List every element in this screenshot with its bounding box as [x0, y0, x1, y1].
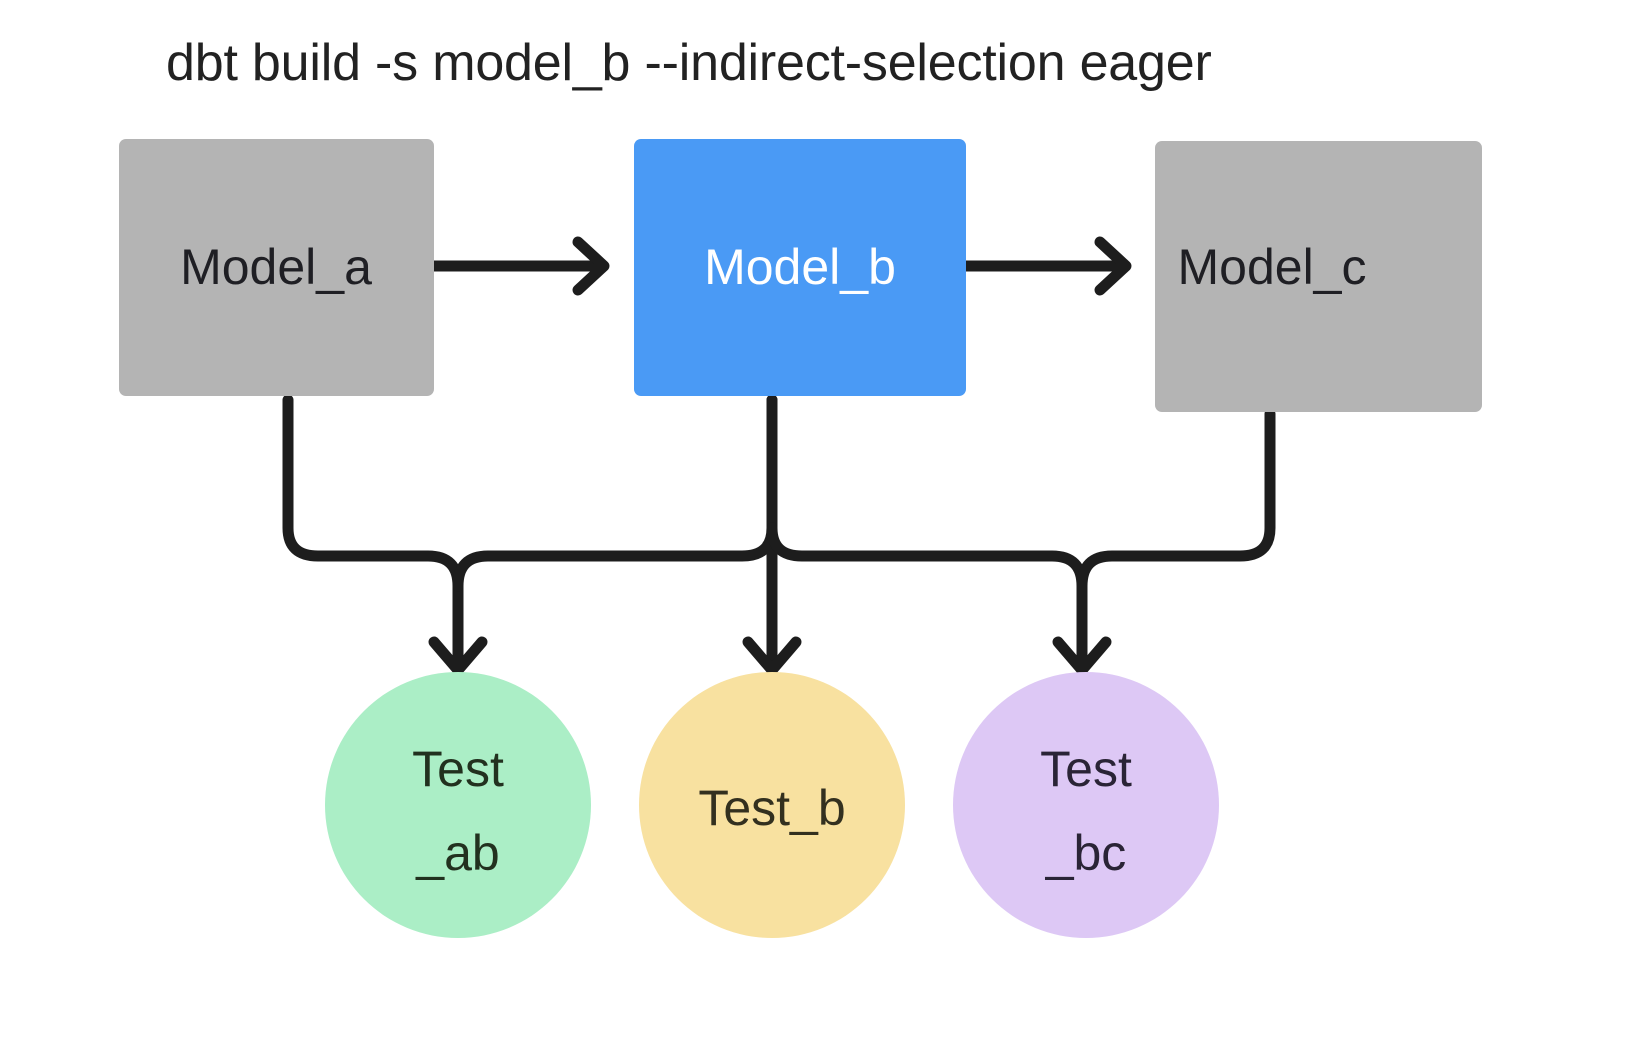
node-test-ab-label-line2: _ab [415, 825, 499, 881]
edge-model-a-to-test-ab [282, 394, 488, 676]
arrowhead-test-b [742, 636, 802, 676]
edge-line-model-b-test-ab [452, 394, 778, 592]
edge-model-a-to-model-b [428, 236, 610, 296]
node-model-b-label: Model_b [704, 239, 896, 295]
node-model-a[interactable]: Model_a [119, 139, 434, 396]
node-test-bc-shape[interactable] [953, 672, 1219, 938]
edge-model-b-to-model-c [960, 236, 1132, 296]
node-test-b-shape[interactable] [639, 672, 905, 938]
node-test-bc[interactable]: Test _bc [953, 672, 1219, 938]
node-model-c[interactable]: Model_c [1155, 141, 1482, 412]
node-test-ab-label-line1: Test [412, 741, 504, 797]
edge-layer [282, 236, 1276, 676]
node-model-c-shape[interactable] [1155, 141, 1482, 412]
node-model-c-label: Model_c [1178, 239, 1367, 295]
arrowhead-test-ab [428, 636, 488, 676]
node-model-b-shape[interactable] [634, 139, 966, 396]
node-test-bc-label-line2: _bc [1045, 825, 1127, 881]
edge-line-model-a-test-ab [282, 394, 464, 670]
edge-line-model-b-test-bc [766, 522, 1088, 592]
edge-model-b-to-test-ab [452, 394, 778, 592]
edge-line-model-c-test-bc [1076, 408, 1276, 670]
node-test-ab-shape[interactable] [325, 672, 591, 938]
arrowhead-test-bc [1052, 636, 1112, 676]
diagram-title: dbt build -s model_b --indirect-selectio… [166, 34, 1212, 92]
node-model-b[interactable]: Model_b [634, 139, 966, 396]
node-model-a-label: Model_a [180, 239, 372, 295]
node-test-bc-label-line1: Test [1040, 741, 1132, 797]
edge-model-b-to-test-bc [766, 522, 1088, 592]
edge-model-c-to-test-bc [1052, 408, 1276, 676]
node-test-b[interactable]: Test_b [639, 672, 905, 938]
node-model-a-shape[interactable] [119, 139, 434, 396]
node-test-ab[interactable]: Test _ab [325, 672, 591, 938]
arrowhead-model-b-model-c [1094, 236, 1132, 296]
node-test-b-label-line1: Test_b [698, 780, 845, 836]
arrowhead-model-a-model-b [572, 236, 610, 296]
